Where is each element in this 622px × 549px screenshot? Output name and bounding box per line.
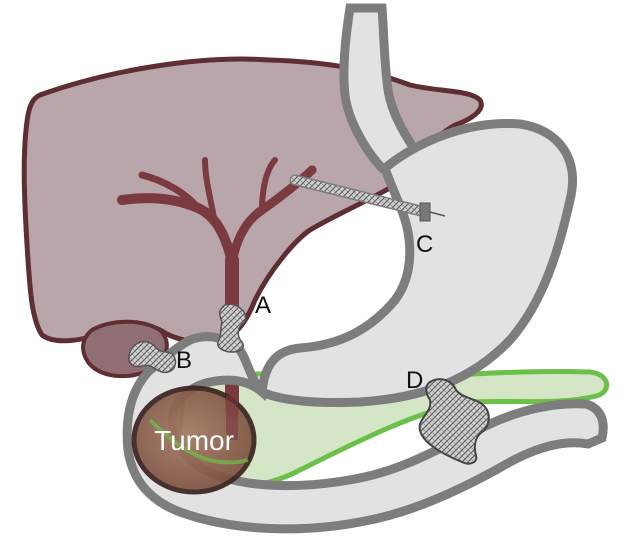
- label-a: A: [255, 292, 271, 319]
- tumor-label: Tumor: [154, 425, 234, 456]
- label-d: D: [406, 367, 423, 394]
- label-c: C: [416, 231, 433, 258]
- label-b: B: [176, 347, 192, 374]
